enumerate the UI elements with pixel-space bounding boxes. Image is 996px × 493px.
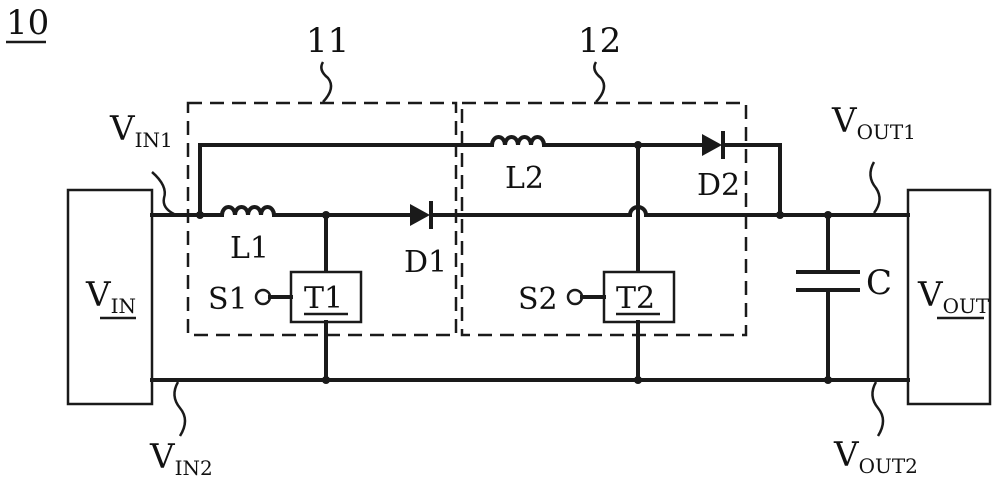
block-12-outline (460, 101, 748, 337)
switch-t2-label: T2 (616, 281, 655, 316)
inductor-l2-coil (489, 135, 547, 148)
block-12-label: 12 (578, 21, 621, 61)
input-source-label: VIN (85, 275, 136, 318)
diode-d2-triangle (702, 134, 722, 156)
terminal-vout1-sub: OUT1 (857, 120, 916, 144)
signal-s2-label: S2 (518, 282, 558, 317)
terminal-vout1-main: V (831, 101, 858, 141)
output-load-label-main: V (917, 275, 944, 315)
terminal-vin1-sub: IN1 (135, 128, 173, 152)
terminal-vout1-label: VOUT1 (831, 101, 916, 144)
diode-d2-label: D2 (697, 168, 740, 203)
output-load-box (906, 188, 992, 406)
terminal-vin1-main: V (109, 109, 136, 149)
junction-dot-cap-top (824, 211, 832, 219)
block-11-outline (186, 101, 458, 337)
switch-t2-box (602, 270, 676, 324)
output-load-label: VOUT (917, 275, 990, 318)
block-11-label: 11 (306, 21, 349, 61)
diode-d1-label: D1 (404, 245, 447, 280)
output-load-label-sub: OUT (943, 294, 990, 318)
junction-dot-cap-bottom (824, 376, 832, 384)
junction-dot-bypass (196, 211, 204, 219)
junction-dot-t1 (322, 211, 330, 219)
figure-number: 10 (6, 3, 49, 43)
inductor-l2-label: L2 (505, 161, 544, 196)
input-source-label-main: V (85, 275, 112, 315)
terminal-vin2-label: VIN2 (149, 437, 213, 480)
junction-dot-t2-bottom (634, 376, 642, 384)
inductor-l1-label: L1 (230, 231, 269, 266)
terminal-vin1-label: VIN1 (109, 109, 173, 152)
terminal-vout2-main: V (833, 435, 860, 475)
terminal-vout1-leader (869, 161, 881, 214)
terminal-vin2-leader (173, 381, 187, 437)
terminal-vin2-main: V (149, 437, 176, 477)
block-12-leader (593, 61, 606, 103)
signal-s1-label: S1 (208, 282, 248, 317)
diode-d1-triangle (410, 204, 430, 226)
signal-s2-terminal (566, 288, 584, 306)
block-11-leader (320, 61, 333, 103)
terminal-vout2-leader (871, 381, 885, 437)
signal-s1-terminal (254, 288, 272, 306)
terminal-vout2-sub: OUT2 (859, 454, 918, 478)
terminal-vin2-sub: IN2 (175, 456, 213, 480)
junction-dot-t2 (634, 141, 642, 149)
junction-dot-t1-bottom (322, 376, 330, 384)
input-source-label-sub: IN (111, 294, 136, 318)
switch-t1-label: T1 (304, 281, 343, 316)
terminal-vin1-leader (151, 171, 175, 216)
terminal-vout2-label: VOUT2 (833, 435, 918, 478)
inductor-l1-coil (219, 205, 277, 218)
junction-dot-d2 (776, 211, 784, 219)
input-source-box (66, 188, 154, 406)
capacitor-label: C (866, 263, 892, 303)
